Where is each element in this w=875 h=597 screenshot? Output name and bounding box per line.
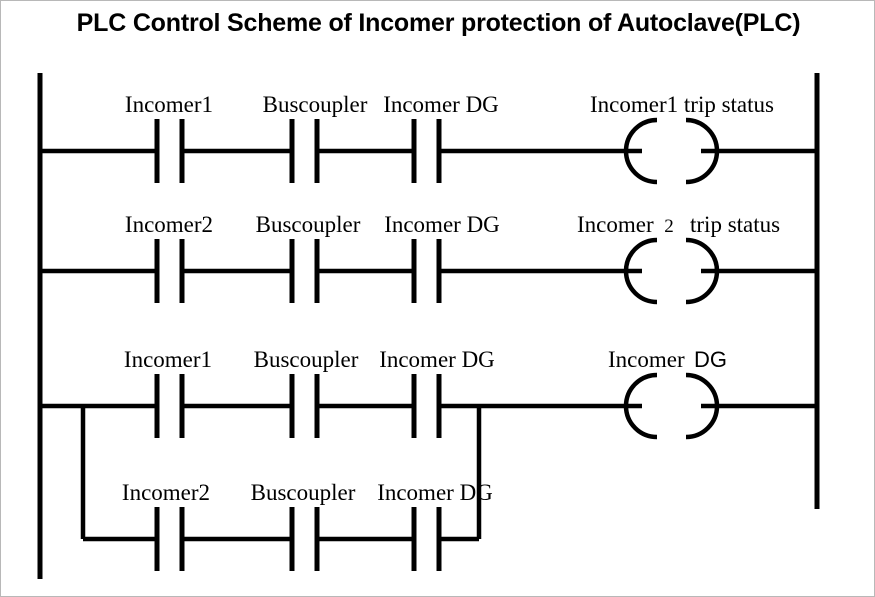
coil-arc-right <box>685 372 720 440</box>
rung-1-contact-incomer1[interactable]: Incomer1 <box>125 92 213 183</box>
rung-1: Incomer1 Buscoupler Incomer DG Incomer1 … <box>40 92 817 185</box>
contact-label: Incomer2 <box>122 480 210 505</box>
coil-arc-left <box>623 372 658 440</box>
rung-1-contact-buscoupler[interactable]: Buscoupler <box>263 92 368 183</box>
rung-3-contact-buscoupler[interactable]: Buscoupler <box>254 347 359 438</box>
coil-label-part2: DG <box>694 347 727 372</box>
rung-1-coil[interactable]: Incomer1 trip status <box>590 92 774 185</box>
contact-label: Incomer DG <box>379 347 495 372</box>
coil-label-part1: Incomer <box>608 347 685 372</box>
contact-label: Incomer DG <box>377 480 493 505</box>
coil-label-part1: Incomer <box>577 212 654 237</box>
coil-arc-left <box>623 117 658 185</box>
coil-arc-right <box>685 117 720 185</box>
rung-4-contact-incomer-dg[interactable]: Incomer DG <box>377 480 493 571</box>
coil-label: Incomer1 trip status <box>590 92 774 117</box>
page-title: PLC Control Scheme of Incomer protection… <box>76 9 801 37</box>
contact-label: Incomer1 <box>124 347 212 372</box>
contact-label: Buscoupler <box>263 92 368 117</box>
contact-label: Buscoupler <box>251 480 356 505</box>
rung-3: Incomer1 Buscoupler Incomer DG Incomer D… <box>40 347 817 539</box>
contact-label: Incomer DG <box>383 92 499 117</box>
coil-label-part2: 2 <box>664 216 674 237</box>
contact-label: Buscoupler <box>256 212 361 237</box>
coil-arc-right <box>685 237 720 305</box>
rung-2-contact-buscoupler[interactable]: Buscoupler <box>256 212 361 303</box>
contact-label: Incomer DG <box>384 212 500 237</box>
rung-3-coil[interactable]: Incomer DG <box>608 347 727 440</box>
contact-label: Incomer2 <box>125 212 213 237</box>
rung-3-contact-incomer1[interactable]: Incomer1 <box>124 347 212 438</box>
contact-label: Buscoupler <box>254 347 359 372</box>
rung-4: Incomer2 Buscoupler Incomer DG <box>83 480 493 571</box>
rung-3-contact-incomer-dg[interactable]: Incomer DG <box>379 347 495 438</box>
contact-label: Incomer1 <box>125 92 213 117</box>
coil-label-part3: trip status <box>690 212 780 237</box>
rung-2-coil[interactable]: Incomer 2 trip status <box>577 212 780 305</box>
rung-2-contact-incomer-dg[interactable]: Incomer DG <box>384 212 500 303</box>
coil-arc-left <box>623 237 658 305</box>
rung-1-contact-incomer-dg[interactable]: Incomer DG <box>383 92 499 183</box>
rung-4-contact-buscoupler[interactable]: Buscoupler <box>251 480 356 571</box>
rung-2: Incomer2 Buscoupler Incomer DG Incomer 2… <box>40 212 817 305</box>
rung-2-contact-incomer2[interactable]: Incomer2 <box>125 212 213 303</box>
rung-4-contact-incomer2[interactable]: Incomer2 <box>122 480 210 571</box>
